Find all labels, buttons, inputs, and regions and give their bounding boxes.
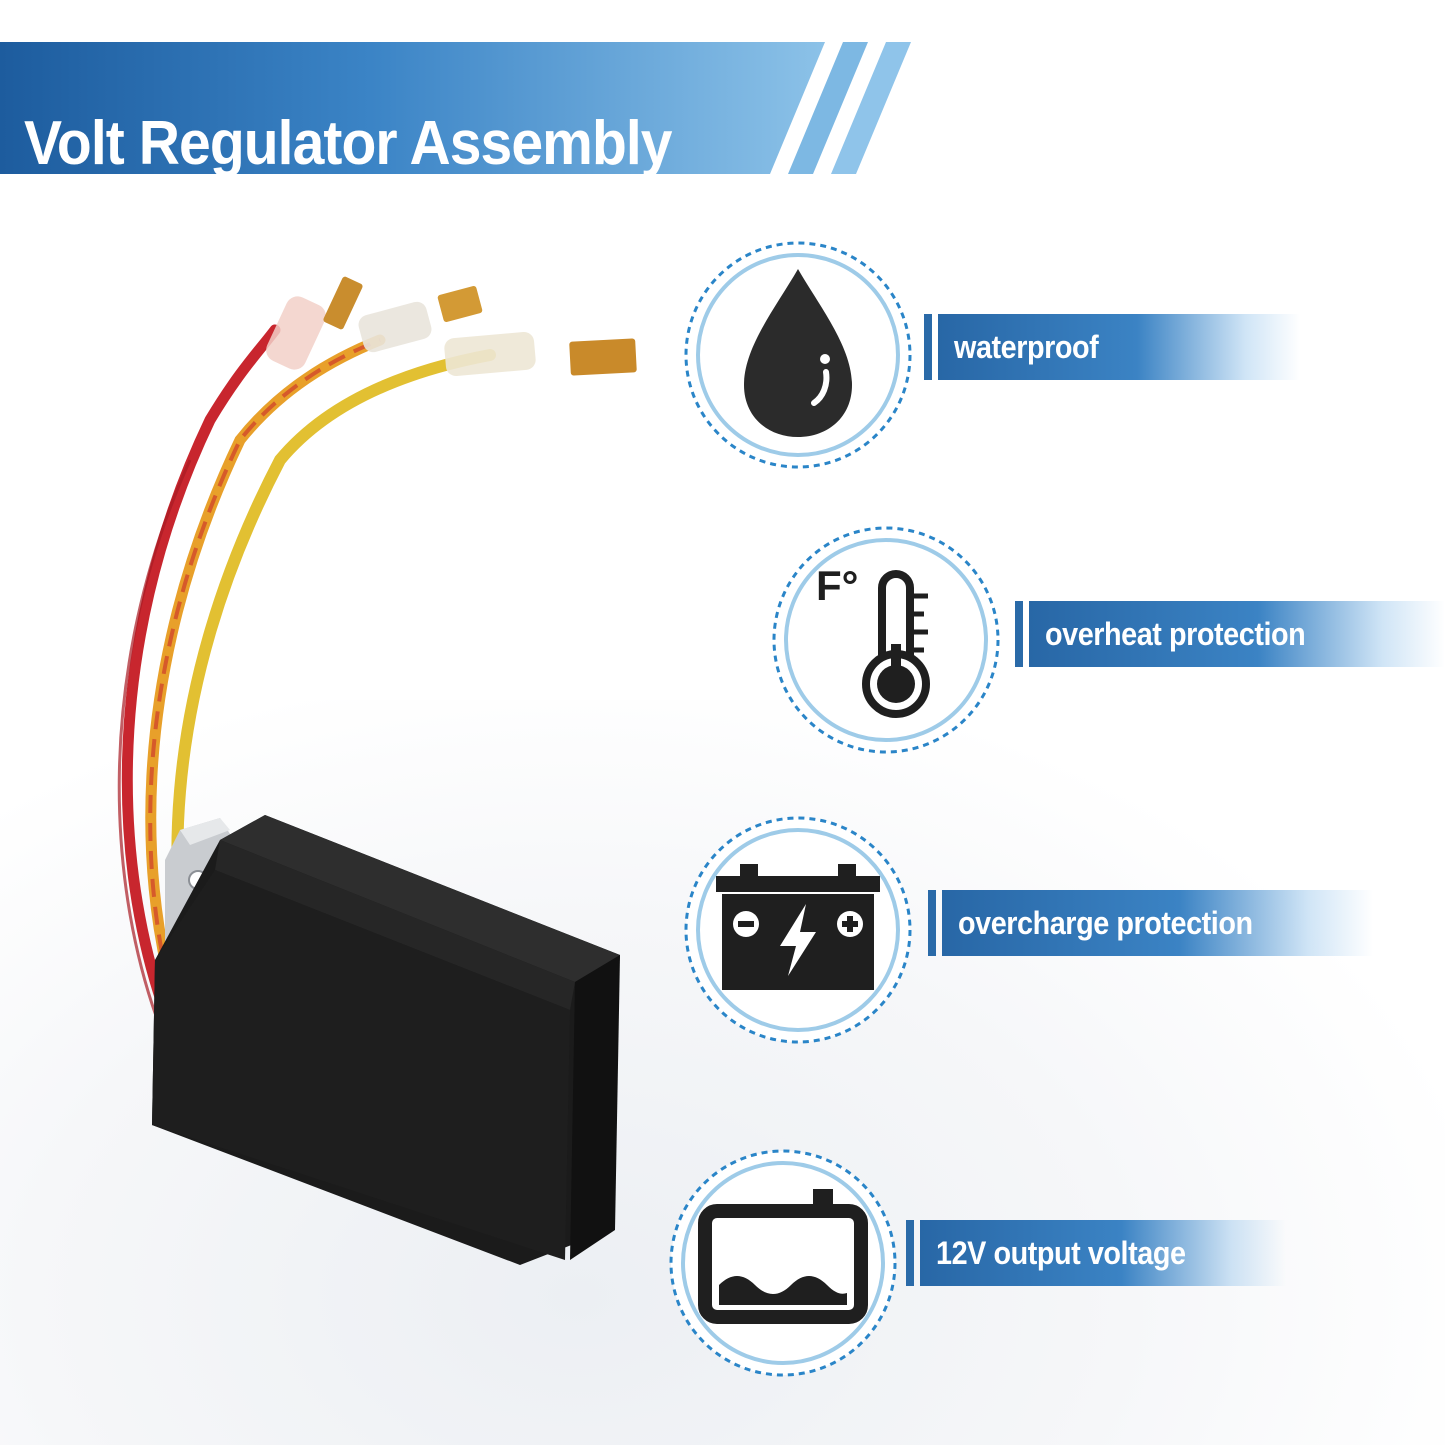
water-drop-icon — [744, 269, 852, 437]
feature-label: overcharge protection — [958, 904, 1253, 941]
battery-level-icon — [698, 1189, 868, 1324]
feature-label: waterproof — [954, 328, 1099, 365]
thermometer-icon — [862, 570, 930, 718]
battery-charge-icon — [716, 864, 880, 990]
title-banner: Volt Regulator Assembly — [0, 42, 920, 178]
page-title: Volt Regulator Assembly — [24, 109, 673, 178]
output-voltage-badge — [665, 1145, 901, 1381]
feature-waterproof: waterproof — [924, 314, 1300, 380]
fahrenheit-label: F° — [816, 562, 859, 609]
feature-label: 12V output voltage — [936, 1234, 1186, 1271]
banner-shape — [0, 42, 911, 174]
feature-label: overheat protection — [1045, 615, 1306, 652]
overheat-badge: F° — [768, 522, 1004, 758]
overcharge-badge — [680, 812, 916, 1048]
feature-overheat-protection: overheat protection — [1015, 601, 1445, 667]
feature-overcharge-protection: overcharge protection — [928, 890, 1373, 956]
volt-regulator-product-image — [117, 276, 637, 1265]
feature-12v-output-voltage: 12V output voltage — [906, 1220, 1286, 1286]
waterproof-badge — [680, 237, 916, 473]
